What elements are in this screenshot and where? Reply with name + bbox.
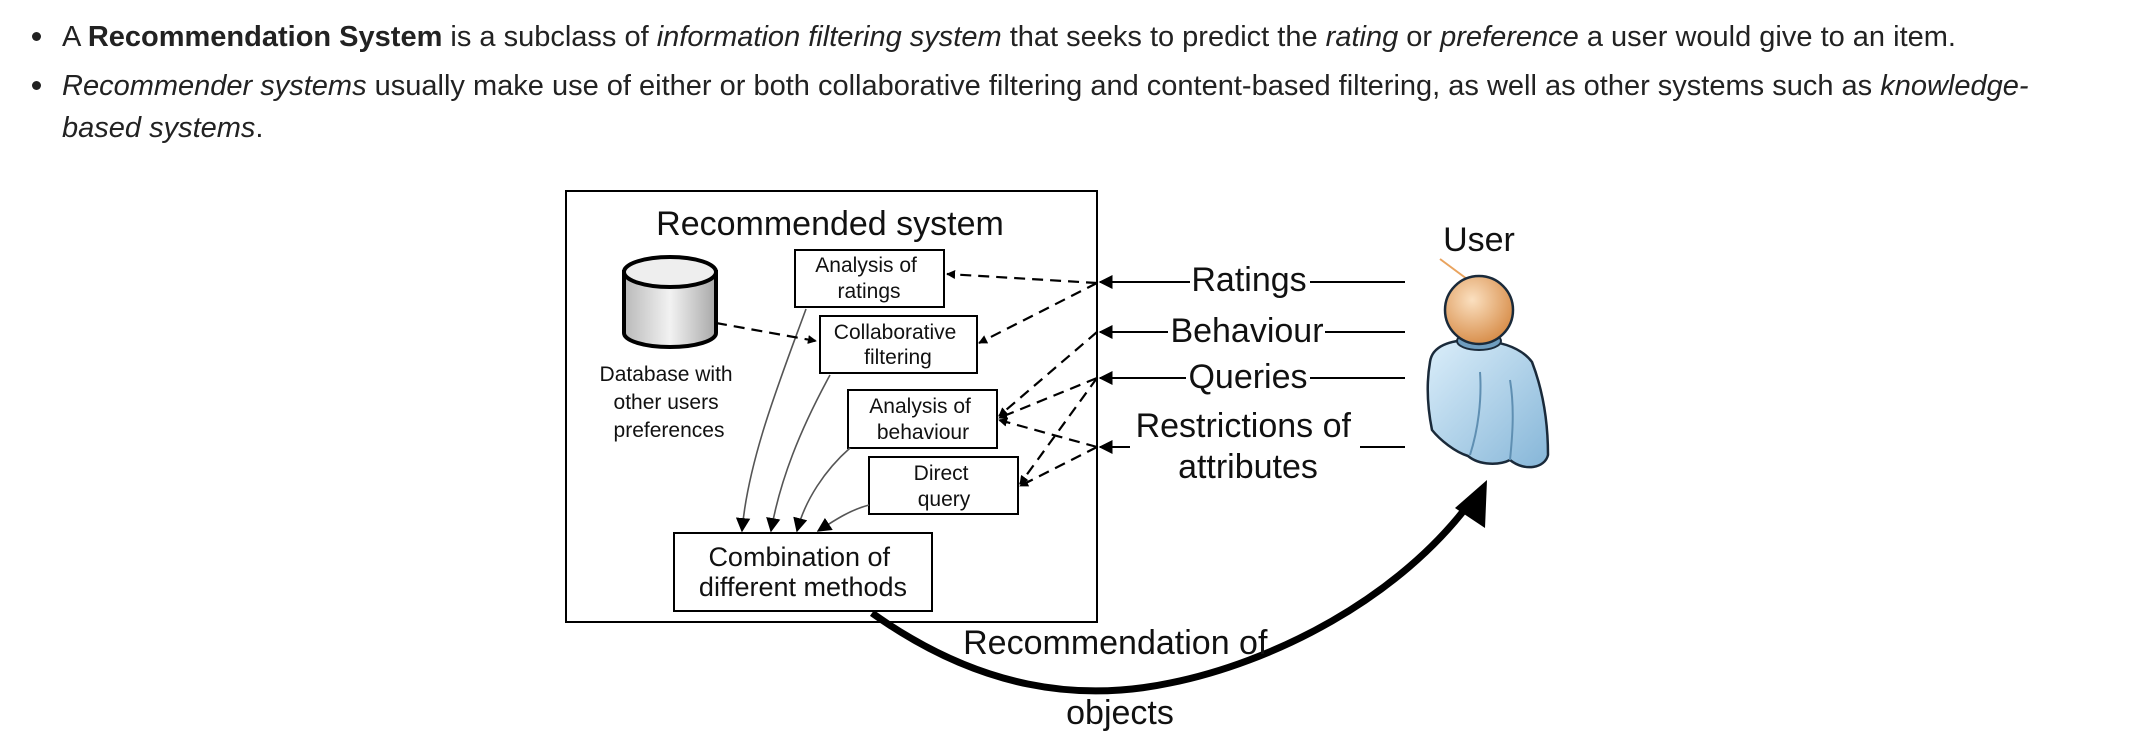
label-recommendation: Recommendation of objects bbox=[963, 624, 1277, 732]
box-collaborative-filtering: Collaborative filtering bbox=[819, 315, 978, 374]
box-analysis-ratings: Analysis of ratings bbox=[794, 249, 945, 308]
term-recommender-systems: Recommender systems bbox=[62, 70, 367, 102]
text: . bbox=[255, 112, 264, 144]
recommendation-arrow bbox=[869, 494, 1477, 695]
term-rating: rating bbox=[1325, 21, 1399, 53]
internal-dashed-arrows bbox=[715, 269, 1098, 487]
text: or bbox=[1398, 21, 1441, 53]
bullet-item-definition: A Recommendation System is a subclass of… bbox=[32, 16, 2082, 58]
text: A bbox=[62, 21, 88, 53]
bullet-dot bbox=[32, 32, 41, 41]
term-recommendation-system: Recommendation System bbox=[87, 21, 443, 53]
svg-text:Direct query: Direct query bbox=[914, 462, 975, 511]
box-analysis-behaviour: Analysis of behaviour bbox=[847, 389, 998, 449]
recommendation-arrowhead bbox=[1455, 480, 1487, 528]
database-icon bbox=[622, 255, 718, 349]
svg-text:Collaborative filtering: Collaborative filtering bbox=[834, 321, 962, 369]
bullet-item-methods: Recommender systems usually make use of … bbox=[32, 65, 2082, 149]
label-queries: Queries bbox=[1188, 358, 1307, 396]
term-information-filtering: information filtering system bbox=[656, 21, 1002, 53]
box-combination: Combination of different methods bbox=[673, 532, 933, 612]
text: usually make use of either or both colla… bbox=[366, 70, 1881, 102]
user-label: User bbox=[1443, 221, 1515, 259]
term-knowledge-based: knowledge-based systems bbox=[62, 70, 2029, 144]
svg-text:Combination of different: Combination of different methods bbox=[699, 542, 907, 602]
user-icon bbox=[1426, 258, 1550, 469]
svg-text:Analysis of ratings: Analysis of ratings bbox=[815, 254, 922, 303]
system-title: Recommended system bbox=[656, 205, 1004, 243]
text: a user would give to an item. bbox=[1578, 21, 1956, 53]
label-ratings: Ratings bbox=[1191, 261, 1306, 299]
text: is a subclass of bbox=[442, 21, 657, 53]
label-restrictions: Restrictions of attributes bbox=[1136, 407, 1361, 486]
input-arrows bbox=[1098, 275, 1405, 454]
text: that seeks to predict the bbox=[1001, 21, 1326, 53]
bullet-dot bbox=[32, 81, 41, 90]
term-preference: preference bbox=[1440, 21, 1579, 53]
svg-text:Analysis of behaviour: Analysis of behaviour bbox=[869, 395, 976, 444]
label-behaviour: Behaviour bbox=[1170, 312, 1323, 350]
database-label: Database with other users preferences bbox=[600, 363, 739, 442]
combination-feeds bbox=[735, 308, 870, 533]
box-direct-query: Direct query bbox=[868, 456, 1019, 515]
